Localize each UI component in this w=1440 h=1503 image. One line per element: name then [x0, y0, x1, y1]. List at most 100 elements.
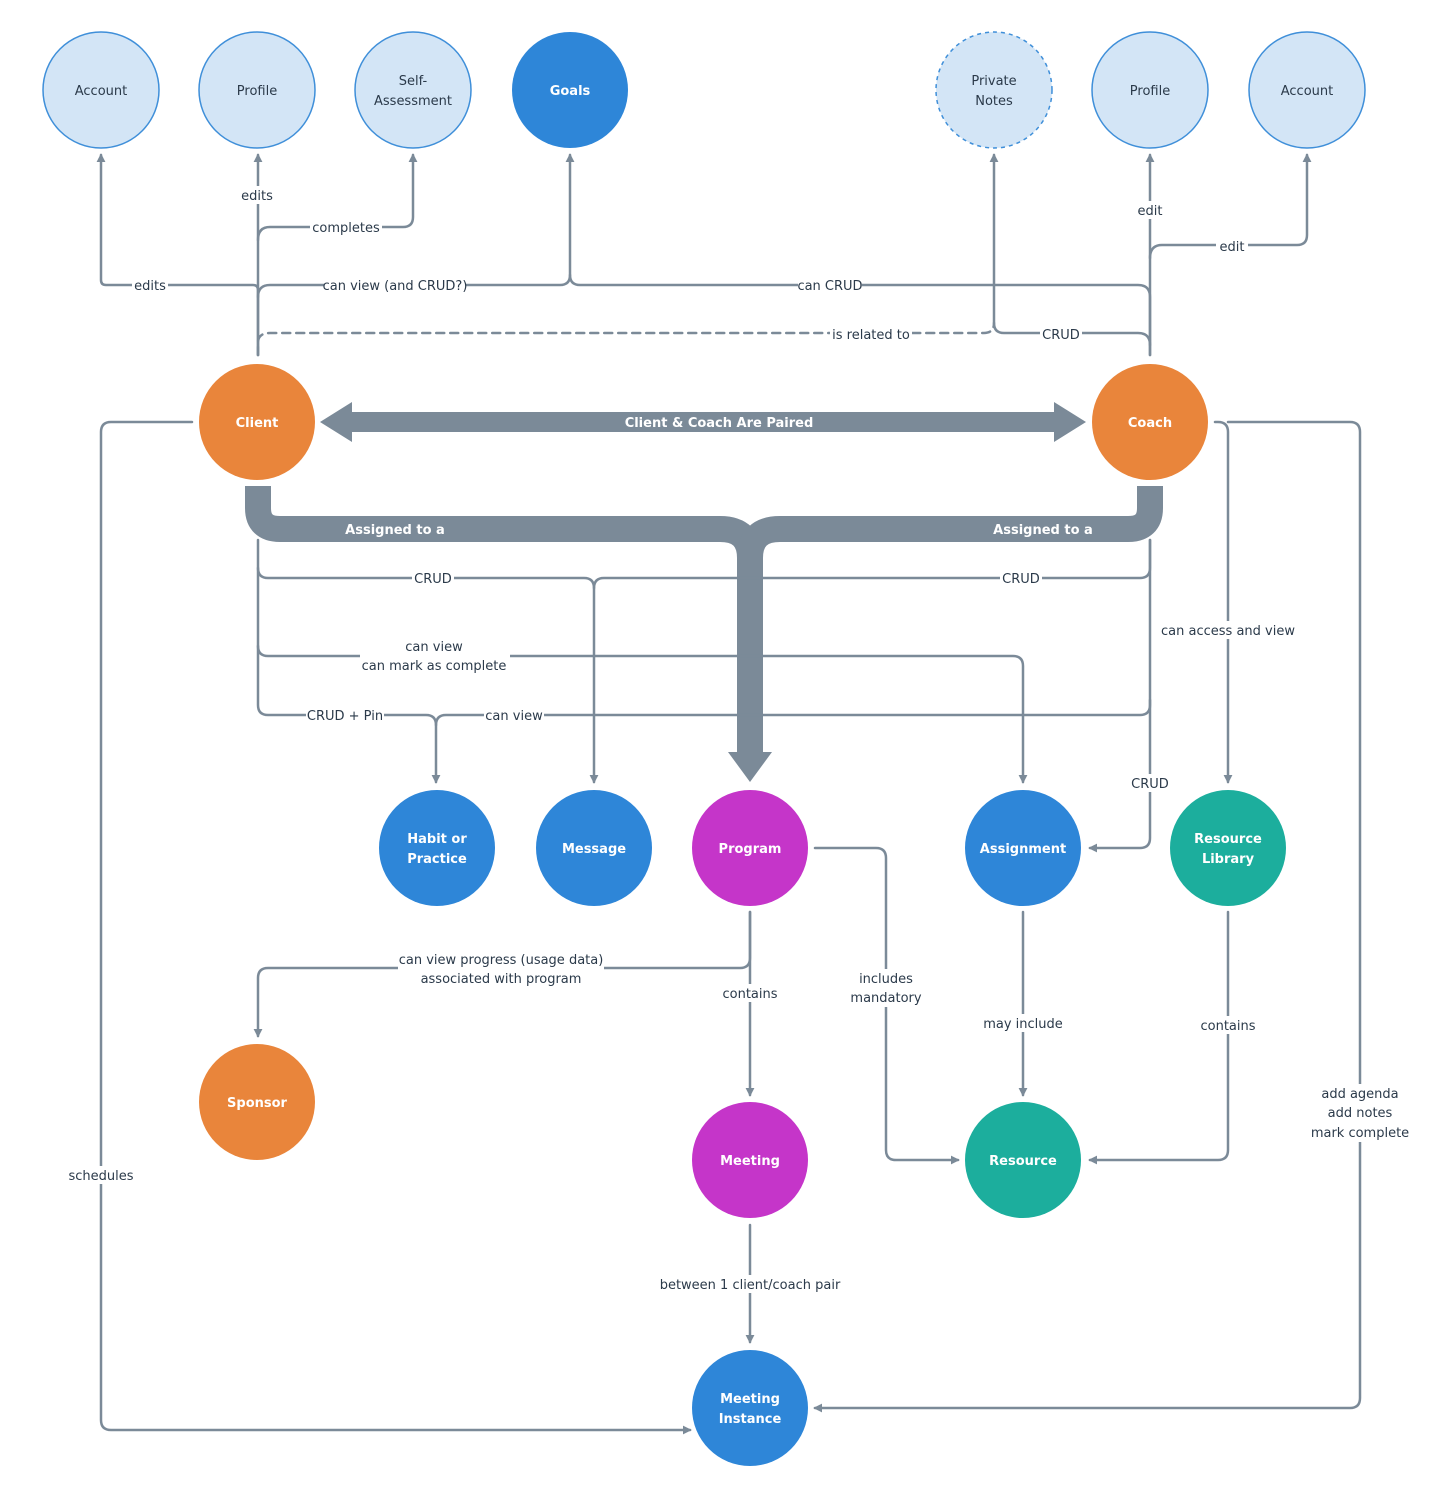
label-client-edits-profile: edits [241, 189, 273, 204]
label-coach-edit-profile: edit [1138, 204, 1163, 219]
edge-client-assignment [256, 644, 1028, 784]
meeting-instance-circle [692, 1350, 808, 1466]
private-notes-label: Notes [975, 94, 1013, 109]
label-client-crud-message: CRUD [414, 572, 452, 587]
client-circle [199, 364, 315, 480]
label-client-view-goals: can view (and CRUD?) [323, 279, 468, 294]
private-notes-label: Private [971, 74, 1016, 89]
edge-coach-meeting-instance [813, 420, 1362, 1413]
node-client[interactable]: Client [199, 364, 315, 480]
edge-client-self-assessment [256, 153, 418, 242]
label-assignment-may-include: may include [983, 1017, 1063, 1032]
node-account-coach[interactable]: Account [1248, 31, 1366, 149]
habit-label: Habit or [407, 832, 467, 847]
label-coach-access-library: can access and view [1161, 624, 1295, 639]
goals-circle [512, 32, 628, 148]
profile-coach-circle [1091, 31, 1209, 149]
label-paired: Client & Coach Are Paired [625, 416, 814, 431]
label-coach-notes-3: mark complete [1311, 1126, 1409, 1141]
node-profile-client[interactable]: Profile [198, 31, 316, 149]
account-client-circle [42, 31, 160, 149]
goals-label: Goals [550, 84, 591, 99]
label-client-assignment-2: can mark as complete [362, 659, 507, 674]
node-assignment[interactable]: Assignment [965, 790, 1081, 906]
sponsor-circle [199, 1044, 315, 1160]
node-resource[interactable]: Resource [965, 1102, 1081, 1218]
edge-coach-notes [989, 153, 1152, 347]
resource-label: Resource [989, 1154, 1057, 1169]
edge-client-notes-dashed [256, 321, 996, 357]
edge-labels: edits edits completes can view (and CRUD… [64, 186, 1410, 1293]
node-goals[interactable]: Goals [512, 32, 628, 148]
coach-circle [1092, 364, 1208, 480]
program-circle [692, 790, 808, 906]
edge-coach-message [592, 538, 1152, 590]
assignment-label: Assignment [980, 842, 1066, 857]
label-client-completes: completes [312, 221, 380, 236]
edge-paired [320, 402, 1086, 442]
edge-coach-habit [434, 538, 1152, 727]
label-coach-notes-1: add agenda [1321, 1087, 1398, 1102]
node-meeting[interactable]: Meeting [692, 1102, 808, 1218]
meeting-instance-label: Meeting [720, 1392, 780, 1407]
edge-library-resource [1088, 910, 1230, 1165]
label-program-mandatory-1: includes [859, 972, 913, 987]
label-program-sponsor-2: associated with program [421, 972, 582, 987]
edge-coach-account [1148, 153, 1312, 260]
nodes: Account Profile Self-Assessment Goals Pr… [42, 31, 1366, 1466]
label-client-assignment-1: can view [405, 640, 463, 655]
edge-coach-library [1213, 420, 1233, 784]
label-program-mandatory-2: mandatory [850, 991, 921, 1006]
message-label: Message [562, 842, 626, 857]
node-habit[interactable]: Habit or Practice [379, 790, 495, 906]
label-client-edits-account: edits [134, 279, 166, 294]
resource-library-label: Resource [1194, 832, 1262, 847]
profile-coach-label: Profile [1130, 84, 1170, 99]
meeting-instance-label: Instance [719, 1412, 782, 1427]
meeting-circle [692, 1102, 808, 1218]
account-client-label: Account [75, 84, 128, 99]
profile-client-circle [198, 31, 316, 149]
edge-client-meeting-instance [99, 420, 692, 1435]
label-meeting-between: between 1 client/coach pair [660, 1278, 841, 1293]
self-assessment-circle [354, 31, 472, 149]
label-coach-crud-assignment: CRUD [1131, 777, 1169, 792]
program-label: Program [719, 842, 782, 857]
node-profile-coach[interactable]: Profile [1091, 31, 1209, 149]
node-account-client[interactable]: Account [42, 31, 160, 149]
account-coach-circle [1248, 31, 1366, 149]
sponsor-label: Sponsor [227, 1096, 288, 1111]
self-assessment-label: Assessment [374, 94, 452, 109]
node-sponsor[interactable]: Sponsor [199, 1044, 315, 1160]
edge-assigned-to-head [728, 752, 772, 782]
profile-client-label: Profile [237, 84, 277, 99]
habit-label: Practice [407, 852, 467, 867]
label-coach-view-habit: can view [485, 709, 543, 724]
resource-library-label: Library [1202, 852, 1255, 867]
label-client-schedules: schedules [68, 1169, 133, 1184]
label-is-related-to: is related to [832, 328, 910, 343]
connectors [96, 153, 1362, 1435]
edge-client-account [96, 153, 260, 357]
account-coach-label: Account [1281, 84, 1334, 99]
assignment-circle [965, 790, 1081, 906]
node-self-assessment[interactable]: Self-Assessment [354, 31, 472, 149]
message-circle [536, 790, 652, 906]
coach-label: Coach [1128, 416, 1172, 431]
node-program[interactable]: Program [692, 790, 808, 906]
label-program-sponsor-1: can view progress (usage data) [399, 953, 604, 968]
label-coach-crud-notes: CRUD [1042, 328, 1080, 343]
node-message[interactable]: Message [536, 790, 652, 906]
label-coach-crud-goals: can CRUD [797, 279, 862, 294]
habit-circle [379, 790, 495, 906]
label-coach-crud-message: CRUD [1002, 572, 1040, 587]
resource-library-circle [1170, 790, 1286, 906]
edge-coach-assignment [1088, 698, 1152, 853]
label-client-crud-pin: CRUD + Pin [307, 709, 383, 724]
node-coach[interactable]: Coach [1092, 364, 1208, 480]
label-coach-assigned: Assigned to a [993, 523, 1093, 538]
